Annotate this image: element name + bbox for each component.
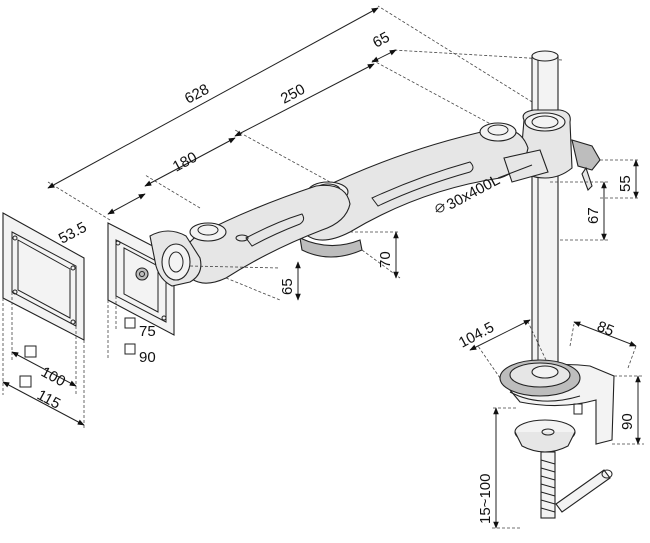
dimension-250 <box>234 63 375 137</box>
tilt-head <box>149 230 202 287</box>
vesa-75-square <box>124 317 136 329</box>
dimension-628 <box>47 7 379 189</box>
label-vesa-75: 75 <box>139 323 156 340</box>
label-70-arm: 70 <box>377 251 394 268</box>
label-85: 85 <box>595 318 617 340</box>
label-65-top: 65 <box>370 29 393 52</box>
clamp-screw <box>540 451 613 519</box>
label-250: 250 <box>278 81 308 108</box>
clamp-plate <box>514 419 576 453</box>
dimension-53-5 <box>107 193 146 215</box>
label-15-100: 15~100 <box>477 474 494 524</box>
dimension-vesa-115 <box>2 375 85 426</box>
label-180: 180 <box>170 149 200 176</box>
pole-callout <box>435 164 533 213</box>
label-67: 67 <box>585 207 602 224</box>
label-vesa-90: 90 <box>139 349 156 366</box>
arm-outer <box>298 122 529 258</box>
label-65-arm: 65 <box>279 278 296 295</box>
dimension-65-top <box>371 49 397 63</box>
dimension-180 <box>144 137 236 187</box>
label-90: 90 <box>619 413 636 430</box>
dimension-vesa-100 <box>11 345 77 387</box>
label-628: 628 <box>182 81 212 108</box>
label-53-5: 53.5 <box>56 219 90 248</box>
dimension-104-5 <box>469 319 531 351</box>
vesa-90-square <box>124 343 136 355</box>
pole <box>531 50 559 375</box>
label-vesa-115: 115 <box>34 387 63 413</box>
desk-base <box>499 359 615 445</box>
dimension-85 <box>573 321 637 347</box>
label-55: 55 <box>617 175 634 192</box>
